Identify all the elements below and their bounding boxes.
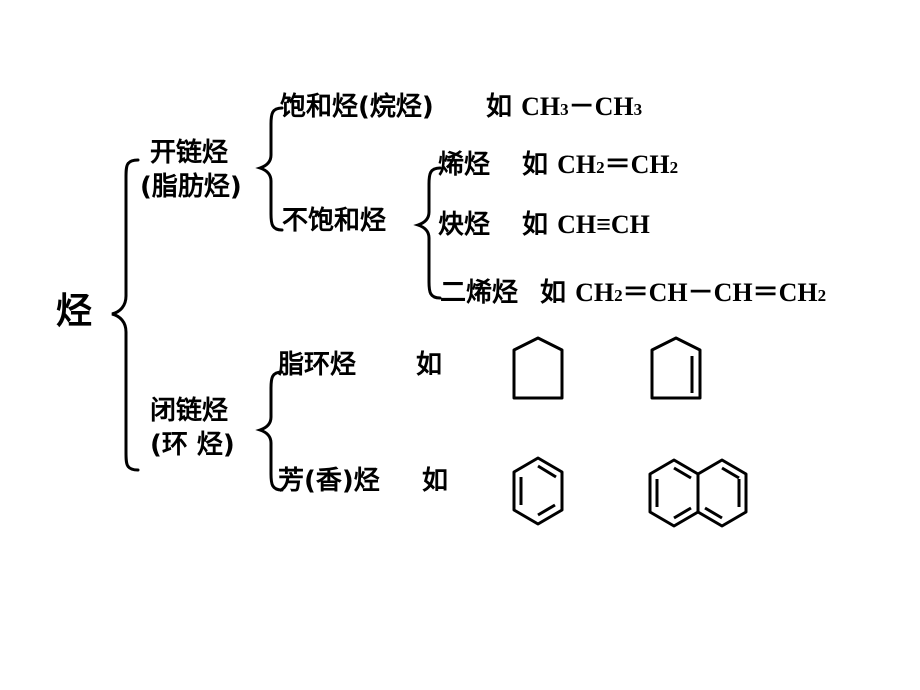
diene-label: 二烯烃 [440,278,519,308]
benzene-structure [512,456,564,526]
formula-part: －CH [568,92,634,121]
cyclopentane-structure [512,336,564,400]
formula-part: CH [521,92,561,121]
open-chain-label: 开链烃 [150,138,229,168]
alicyclic-ru: 如 [416,350,443,380]
formula-subscript: 2 [614,286,623,305]
cyclopentene-structure [650,336,702,400]
ru-word: 如 [540,278,567,308]
formula-part: ＝CH－CH＝CH [622,278,818,307]
alkyne-label: 炔烃 [438,210,491,240]
saturated-example: 如 CH3－CH3 [486,92,642,125]
saturated-label: 饱和烃(烷烃) [280,92,434,122]
formula-part: CH [575,278,615,307]
open-chain-sublabel: (脂肪烃) [140,172,242,202]
formula-subscript: 2 [817,286,827,305]
formula-part: ＝CH [604,150,670,179]
root-label: 烃 [56,291,93,332]
closed-chain-sublabel: (环 烃) [150,430,235,460]
formula-subscript: 3 [633,100,643,119]
alkene-example: 如 CH2＝CH2 [522,150,678,183]
aromatic-label: 芳(香)烃 [278,466,380,496]
ru-word: 如 [522,210,549,240]
alkyne-example: 如 CH≡CH [522,210,650,240]
ru-word: 如 [522,150,549,180]
alicyclic-label: 脂环烃 [278,350,357,380]
unsaturated-brace [413,166,442,300]
ru-word: 如 [486,92,513,122]
open-chain-brace [255,106,284,232]
naphthalene-structure [648,458,748,528]
diene-example: 如 CH2＝CH－CH＝CH2 [540,278,826,311]
unsaturated-label: 不饱和烃 [282,206,387,236]
root-brace [111,158,140,472]
formula-part: CH [557,150,597,179]
aromatic-ru: 如 [422,466,449,496]
formula-subscript: 2 [669,158,679,177]
formula-subscript: 3 [560,100,569,119]
formula-subscript: 2 [596,158,605,177]
closed-chain-brace [255,370,284,492]
closed-chain-label: 闭链烃 [150,396,229,426]
formula-part: CH≡CH [557,210,650,239]
alkene-label: 烯烃 [438,150,491,180]
